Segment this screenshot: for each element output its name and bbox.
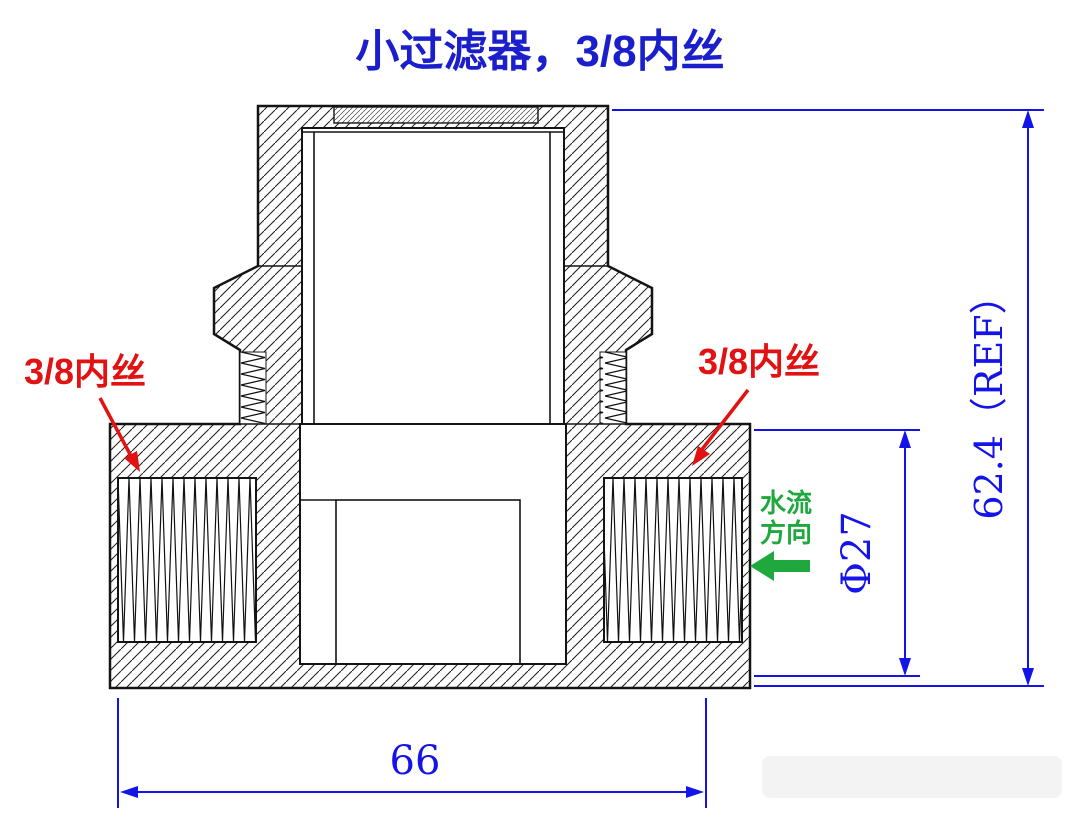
filter-screen — [333, 106, 539, 124]
left-bore-threads — [118, 478, 256, 642]
neck-thread-right — [600, 352, 626, 424]
drawing-title: 小过滤器，3/8内丝 — [355, 27, 724, 76]
height-dimension-label: 62.4（REF） — [967, 276, 1011, 519]
diameter-dimension-label: Φ27 — [834, 511, 880, 595]
body-chamber — [299, 423, 567, 665]
neck-thread-left — [240, 352, 266, 424]
flow-direction-annotation: 水流 方向 — [750, 488, 812, 581]
height-arrowhead-up-icon — [1022, 110, 1034, 128]
diameter-arrowhead-up-icon — [899, 430, 911, 448]
fitting-cross-section — [108, 104, 752, 690]
cap-cavity — [301, 127, 565, 425]
right-port-label: 3/8内丝 — [698, 341, 820, 382]
left-port-label: 3/8内丝 — [24, 351, 146, 392]
right-callout-arrowhead-icon — [692, 446, 710, 466]
flow-direction-label-line1: 水流 — [760, 488, 812, 518]
right-port-callout: 3/8内丝 — [692, 341, 820, 466]
dimension-height: 62.4（REF） — [612, 109, 1044, 687]
flow-arrow-left-icon — [750, 551, 810, 581]
left-port-callout: 3/8内丝 — [24, 351, 146, 472]
watermark-remnant — [762, 756, 1062, 798]
width-dimension-label: 66 — [390, 738, 441, 784]
flow-direction-label-line2: 方向 — [760, 518, 812, 548]
diameter-arrowhead-down-icon — [899, 658, 911, 676]
left-callout-arrow-line — [98, 397, 133, 457]
width-arrowhead-left-icon — [120, 786, 138, 798]
right-bore-threads — [604, 478, 742, 642]
right-callout-arrow-line — [698, 388, 750, 454]
section-detail-lines — [240, 131, 626, 665]
left-callout-arrowhead-icon — [124, 451, 140, 472]
width-arrowhead-right-icon — [686, 786, 704, 798]
height-arrowhead-down-icon — [1022, 668, 1034, 686]
dimension-diameter: Φ27 — [754, 429, 920, 677]
dimension-width: 66 — [117, 698, 707, 808]
